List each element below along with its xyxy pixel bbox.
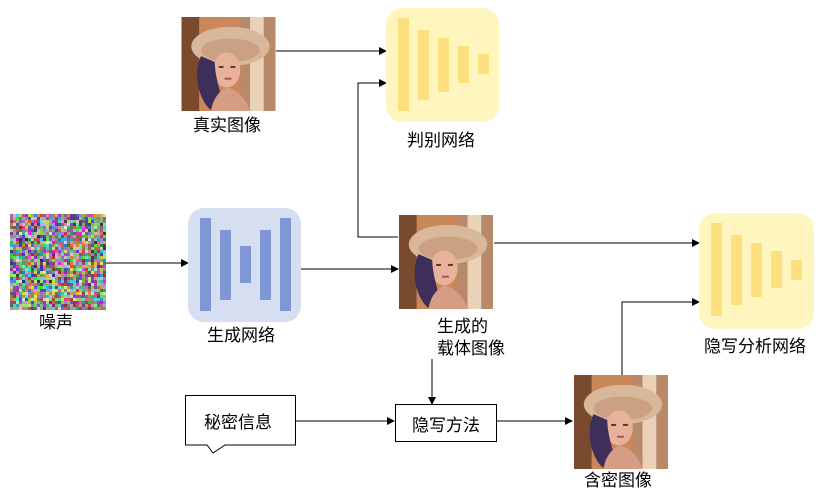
steganalysis-layer bbox=[731, 235, 742, 305]
real-image bbox=[181, 17, 276, 111]
generated-cover-label-line1: 生成的 bbox=[437, 317, 488, 337]
generator-layer bbox=[200, 218, 211, 311]
discriminator-layer bbox=[458, 46, 469, 83]
steganalysis-label: 隐写分析网络 bbox=[704, 337, 806, 357]
generator-network bbox=[188, 208, 301, 322]
generator-layer bbox=[220, 230, 231, 300]
arrow-stego-to-steganalysis bbox=[621, 298, 700, 375]
steganalysis-layer bbox=[711, 223, 722, 316]
arrow-cover-to-discriminator bbox=[357, 79, 398, 238]
generator-layer bbox=[260, 230, 271, 300]
discriminator-layer bbox=[418, 30, 429, 100]
noise-image bbox=[10, 214, 106, 310]
generated-cover-image bbox=[398, 215, 494, 309]
discriminator-layer bbox=[398, 18, 409, 111]
discriminator-label: 判别网络 bbox=[407, 131, 475, 151]
steganalysis-layer bbox=[751, 243, 762, 297]
stego-image bbox=[573, 375, 669, 469]
steganalysis-layer bbox=[771, 251, 782, 288]
generator-layer bbox=[280, 218, 291, 311]
steganalysis-network bbox=[699, 213, 814, 329]
real-image-label: 真实图像 bbox=[193, 116, 261, 136]
generated-cover-label-line2: 载体图像 bbox=[437, 339, 505, 359]
secret-message-box bbox=[185, 395, 296, 454]
stego-method-label: 隐写方法 bbox=[412, 415, 480, 436]
stego-method-box: 隐写方法 bbox=[395, 404, 497, 442]
noise-label: 噪声 bbox=[39, 313, 73, 333]
stego-image-label: 含密图像 bbox=[584, 471, 652, 491]
discriminator-layer bbox=[478, 54, 489, 74]
steganalysis-layer bbox=[791, 260, 802, 280]
secret-message-label: 秘密信息 bbox=[204, 413, 272, 433]
discriminator-layer bbox=[438, 38, 449, 92]
generator-label: 生成网络 bbox=[207, 326, 275, 346]
generator-layer bbox=[240, 246, 251, 283]
discriminator-network bbox=[386, 8, 499, 122]
